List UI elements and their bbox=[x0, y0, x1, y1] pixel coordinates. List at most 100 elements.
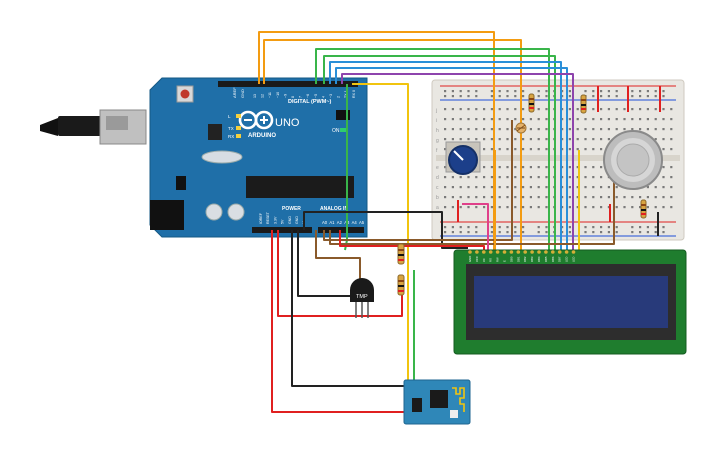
wires bbox=[258, 31, 615, 413]
lcd-pin-label: DB2 bbox=[523, 256, 527, 262]
breadboard-hole bbox=[444, 148, 447, 151]
breadboard-hole bbox=[607, 196, 610, 199]
digital-header-label: DIGITAL (PWM~) bbox=[288, 99, 332, 105]
breadboard-hole bbox=[444, 108, 447, 111]
atmega-chip bbox=[246, 176, 354, 198]
breadboard-hole bbox=[451, 206, 454, 209]
breadboard-hole bbox=[537, 138, 540, 141]
breadboard-hole bbox=[623, 206, 626, 209]
breadboard-hole bbox=[545, 186, 548, 189]
breadboard-hole bbox=[584, 128, 587, 131]
resistor-loose bbox=[397, 243, 405, 265]
rail-hole bbox=[654, 95, 657, 98]
breadboard-hole bbox=[522, 108, 525, 111]
rail-hole bbox=[498, 90, 501, 93]
rail-hole bbox=[459, 226, 462, 229]
breadboard-hole bbox=[568, 128, 571, 131]
breadboard-hole bbox=[537, 118, 540, 121]
crystal bbox=[201, 150, 243, 164]
breadboard-hole bbox=[561, 108, 564, 111]
breadboard-hole bbox=[498, 186, 501, 189]
breadboard-hole bbox=[561, 206, 564, 209]
breadboard-hole bbox=[670, 118, 673, 121]
potentiometer[interactable] bbox=[445, 141, 481, 175]
breadboard-hole bbox=[592, 118, 595, 121]
reset-button-cap[interactable] bbox=[180, 89, 190, 99]
rail-hole bbox=[639, 226, 642, 229]
lcd-pin-label: E bbox=[503, 260, 507, 262]
lcd-pin bbox=[468, 250, 472, 254]
rail-hole bbox=[537, 226, 540, 229]
breadboard-hole bbox=[483, 206, 486, 209]
breadboard-hole bbox=[576, 166, 579, 169]
rail-hole bbox=[607, 90, 610, 93]
rail-hole bbox=[631, 90, 634, 93]
rail-hole bbox=[545, 95, 548, 98]
breadboard-hole bbox=[561, 128, 564, 131]
lcd-pin-label: DB7 bbox=[558, 256, 562, 262]
breadboard-hole bbox=[545, 128, 548, 131]
rail-hole bbox=[498, 95, 501, 98]
breadboard-hole bbox=[537, 176, 540, 179]
rail-hole bbox=[506, 95, 509, 98]
lcd-pin-label: DB4 bbox=[537, 256, 541, 262]
breadboard-hole bbox=[475, 128, 478, 131]
lcd-pin bbox=[530, 250, 534, 254]
rail-hole bbox=[506, 226, 509, 229]
breadboard-hole bbox=[459, 206, 462, 209]
digital-pin-label: 4 bbox=[321, 96, 325, 98]
breadboard-hole bbox=[483, 166, 486, 169]
rail-hole bbox=[451, 90, 454, 93]
lcd-pin-label: LED bbox=[572, 257, 576, 262]
rail-hole bbox=[646, 226, 649, 229]
breadboard-hole bbox=[639, 128, 642, 131]
breadboard-hole bbox=[514, 108, 517, 111]
rail-hole bbox=[451, 95, 454, 98]
lcd-pin bbox=[571, 250, 576, 254]
breadboard-hole bbox=[623, 118, 626, 121]
breadboard-hole bbox=[662, 166, 665, 169]
lcd-pin bbox=[488, 250, 493, 254]
lcd-pin bbox=[482, 250, 486, 254]
breadboard-hole bbox=[607, 138, 610, 141]
breadboard-hole bbox=[506, 128, 509, 131]
rail-hole bbox=[592, 231, 595, 234]
breadboard-hole bbox=[529, 166, 532, 169]
rail-hole bbox=[568, 226, 571, 229]
center-channel bbox=[436, 155, 680, 161]
rail-hole bbox=[545, 226, 548, 229]
wire-blue-d3 bbox=[329, 61, 562, 250]
power-header bbox=[252, 227, 312, 233]
breadboard-hole bbox=[459, 108, 462, 111]
resistor-breadboard bbox=[528, 93, 535, 113]
breadboard-hole bbox=[639, 196, 642, 199]
breadboard-hole bbox=[444, 186, 447, 189]
rail-hole bbox=[592, 90, 595, 93]
breadboard-hole bbox=[584, 186, 587, 189]
breadboard-hole bbox=[600, 186, 603, 189]
breadboard-hole bbox=[490, 186, 493, 189]
breadboard-hole bbox=[592, 186, 595, 189]
breadboard-row-letters: j i h g f e d c b a bbox=[435, 108, 439, 211]
rail-hole bbox=[444, 226, 447, 229]
breadboard-hole bbox=[529, 206, 532, 209]
rail-hole bbox=[646, 231, 649, 234]
digital-pin-label: 7 bbox=[299, 96, 303, 98]
breadboard-hole bbox=[584, 148, 587, 151]
breadboard-hole bbox=[615, 196, 618, 199]
wire-brown-a1 bbox=[323, 120, 513, 241]
breadboard-hole bbox=[514, 138, 517, 141]
breadboard-hole bbox=[561, 176, 564, 179]
breadboard-hole bbox=[537, 148, 540, 151]
power-pin-label: IOREF bbox=[259, 212, 263, 224]
breadboard-hole bbox=[444, 176, 447, 179]
breadboard-hole bbox=[506, 196, 509, 199]
breadboard-hole bbox=[670, 108, 673, 111]
analog-pin-label: A1 bbox=[329, 220, 335, 225]
temperature-sensor: TMP bbox=[350, 278, 374, 318]
analog-header-label: ANALOG IN bbox=[320, 206, 348, 212]
breadboard-hole bbox=[670, 148, 673, 151]
breadboard-hole bbox=[537, 108, 540, 111]
digital-pin-label: ~11 bbox=[268, 92, 272, 98]
